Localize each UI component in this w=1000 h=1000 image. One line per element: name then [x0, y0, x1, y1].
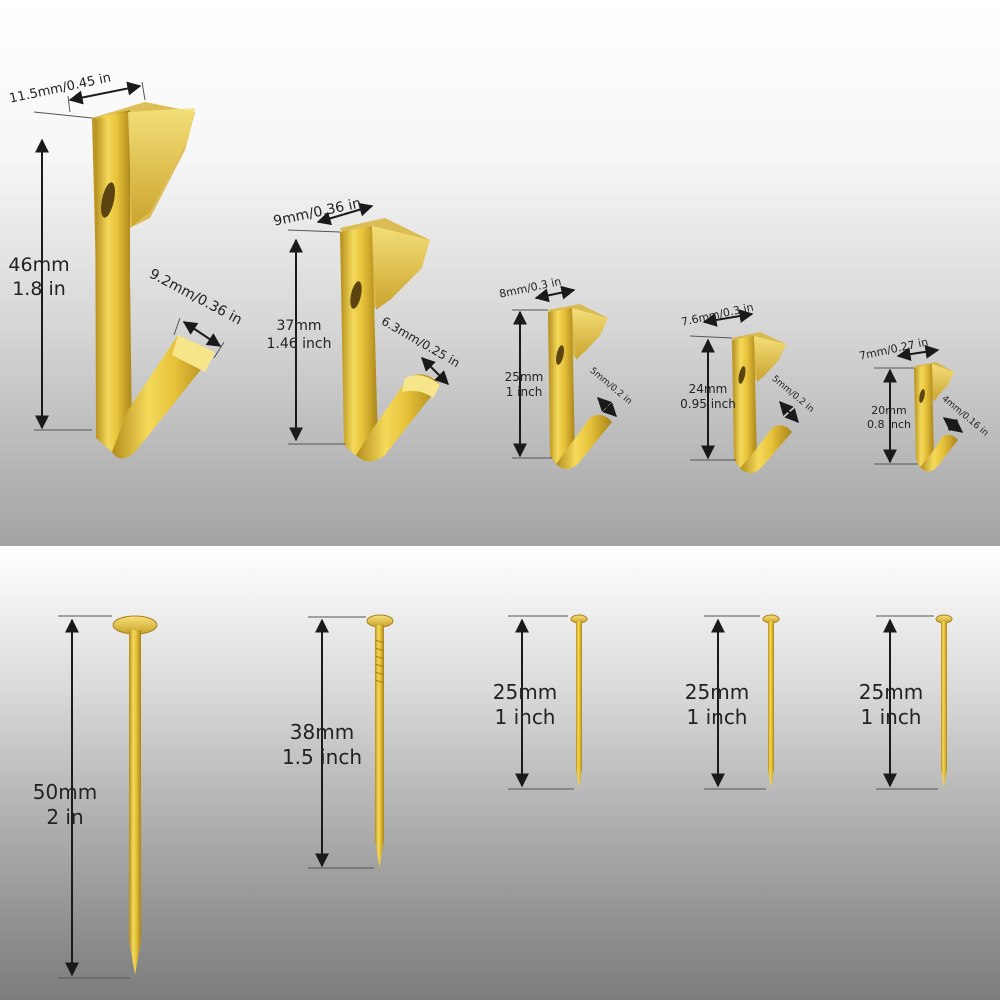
hook-3-height-in: 1 inch [505, 385, 543, 399]
nail-5-length-in: 1 inch [860, 705, 922, 729]
nail-3 [508, 614, 588, 790]
hook-3-height-mm: 25mm [504, 370, 544, 384]
nail-3-length-mm: 25mm [492, 680, 558, 704]
hook-4-height-in: 0.95 inch [680, 397, 736, 411]
hook-5-height-in: 0.8 inch [866, 417, 912, 431]
hook-5-height-label: 20mm 0.8 inch [858, 404, 920, 432]
nail-1-length-mm: 50mm [32, 780, 98, 804]
nail-4-length-in: 1 inch [686, 705, 748, 729]
nail-1-length-in: 2 in [46, 805, 84, 829]
hook-2-height-label: 37mm 1.46 inch [246, 318, 352, 353]
nail-4 [704, 614, 780, 790]
hook-1 [33, 81, 225, 459]
hook-1-height-in: 1.8 in [12, 277, 66, 300]
hook-5-height-mm: 20mm [871, 404, 907, 417]
hook-5 [874, 344, 964, 472]
nail-2-length-in: 1.5 inch [281, 745, 363, 769]
nail-1-length-label: 50mm 2 in [20, 780, 110, 830]
nail-2 [308, 614, 394, 869]
nail-5-length-label: 25mm 1 inch [846, 680, 936, 730]
nail-3-length-in: 1 inch [494, 705, 556, 729]
nail-1 [58, 615, 158, 979]
nails-background [0, 546, 1000, 1000]
nail-2-length-mm: 38mm [289, 720, 355, 744]
hook-4-height-mm: 24mm [688, 382, 728, 396]
hook-4-height-label: 24mm 0.95 inch [666, 382, 750, 412]
hook-2-height-mm: 37mm [276, 318, 322, 334]
hook-3-height-label: 25mm 1 inch [498, 370, 550, 400]
nail-5-length-mm: 25mm [858, 680, 924, 704]
hook-1-height-mm: 46mm [8, 254, 70, 276]
hook-2-height-in: 1.46 inch [266, 335, 332, 352]
hooks-background [0, 0, 1000, 546]
nail-4-length-label: 25mm 1 inch [672, 680, 762, 730]
nail-5 [876, 614, 953, 790]
nail-2-length-label: 38mm 1.5 inch [262, 720, 382, 770]
nail-4-length-mm: 25mm [684, 680, 750, 704]
hook-3 [512, 285, 617, 469]
hook-1-height-label: 46mm 1.8 in [4, 254, 74, 302]
hook-2 [287, 202, 449, 462]
hook-4 [689, 309, 799, 473]
nail-3-length-label: 25mm 1 inch [480, 680, 570, 730]
